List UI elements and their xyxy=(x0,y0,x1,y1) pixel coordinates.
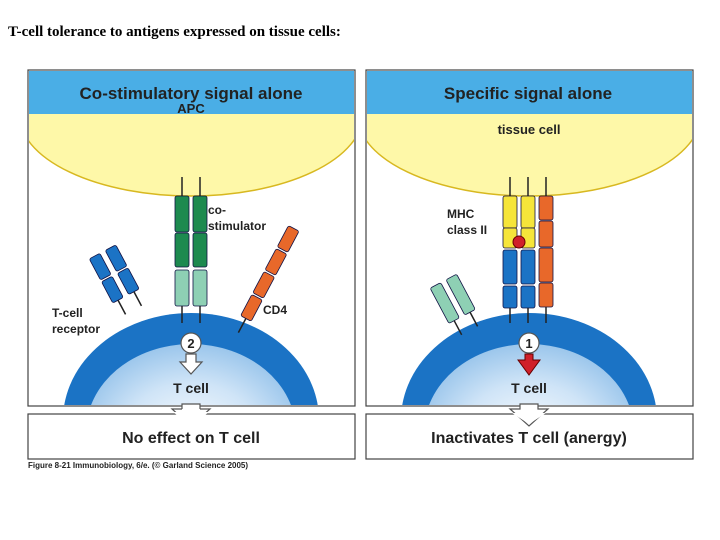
right-tcell-receptor xyxy=(502,285,536,323)
signal-2-number: 2 xyxy=(187,336,194,351)
left-tcell-label: T cell xyxy=(173,380,209,396)
right-cd4-molecule xyxy=(538,177,554,323)
tissue-cell xyxy=(367,114,692,197)
slide-title: T-cell tolerance to antigens expressed o… xyxy=(8,24,341,40)
figure-caption: Figure 8-21 Immunobiology, 6/e. (© Garla… xyxy=(28,461,249,470)
peptide-antigen xyxy=(512,235,526,249)
signal-1-arrow xyxy=(517,353,541,376)
signal-2-badge xyxy=(180,332,202,354)
right-panel: Specific signal alone tissue cell xyxy=(365,69,694,460)
costimulator-molecule xyxy=(174,177,208,268)
mhc-label: MHC xyxy=(447,207,475,221)
left-panel: Co-stimulatory signal alone APC co- stim… xyxy=(27,69,356,460)
left-panel-heading: Co-stimulatory signal alone xyxy=(80,84,303,103)
right-panel-heading: Specific signal alone xyxy=(444,84,612,103)
cd4-molecule xyxy=(237,225,299,333)
cd28-molecule xyxy=(174,269,208,323)
tcr-label-2: receptor xyxy=(52,322,100,336)
cd4-label: CD4 xyxy=(263,303,287,317)
tissue-cell-label: tissue cell xyxy=(498,122,561,137)
left-panel-header xyxy=(29,71,354,114)
signal-1-badge xyxy=(518,332,540,354)
apc-label: APC xyxy=(177,101,205,116)
costimulator-label: co- xyxy=(208,203,226,217)
right-panel-header xyxy=(367,71,692,114)
apc-cell xyxy=(29,114,354,197)
right-outcome-text: Inactivates T cell (anergy) xyxy=(431,430,627,447)
signal-2-arrow xyxy=(178,353,204,375)
left-outcome-text: No effect on T cell xyxy=(122,430,260,447)
mhc-class-ii-molecule xyxy=(502,177,536,285)
signal-1-number: 1 xyxy=(525,336,532,351)
mhc-label-2: class II xyxy=(447,223,487,237)
right-cd28-molecule xyxy=(430,274,479,336)
costimulator-label-2: stimulator xyxy=(208,219,266,233)
right-tcell-label: T cell xyxy=(511,380,547,396)
left-tcell-receptor xyxy=(89,245,143,315)
tcr-label: T-cell xyxy=(52,306,83,320)
